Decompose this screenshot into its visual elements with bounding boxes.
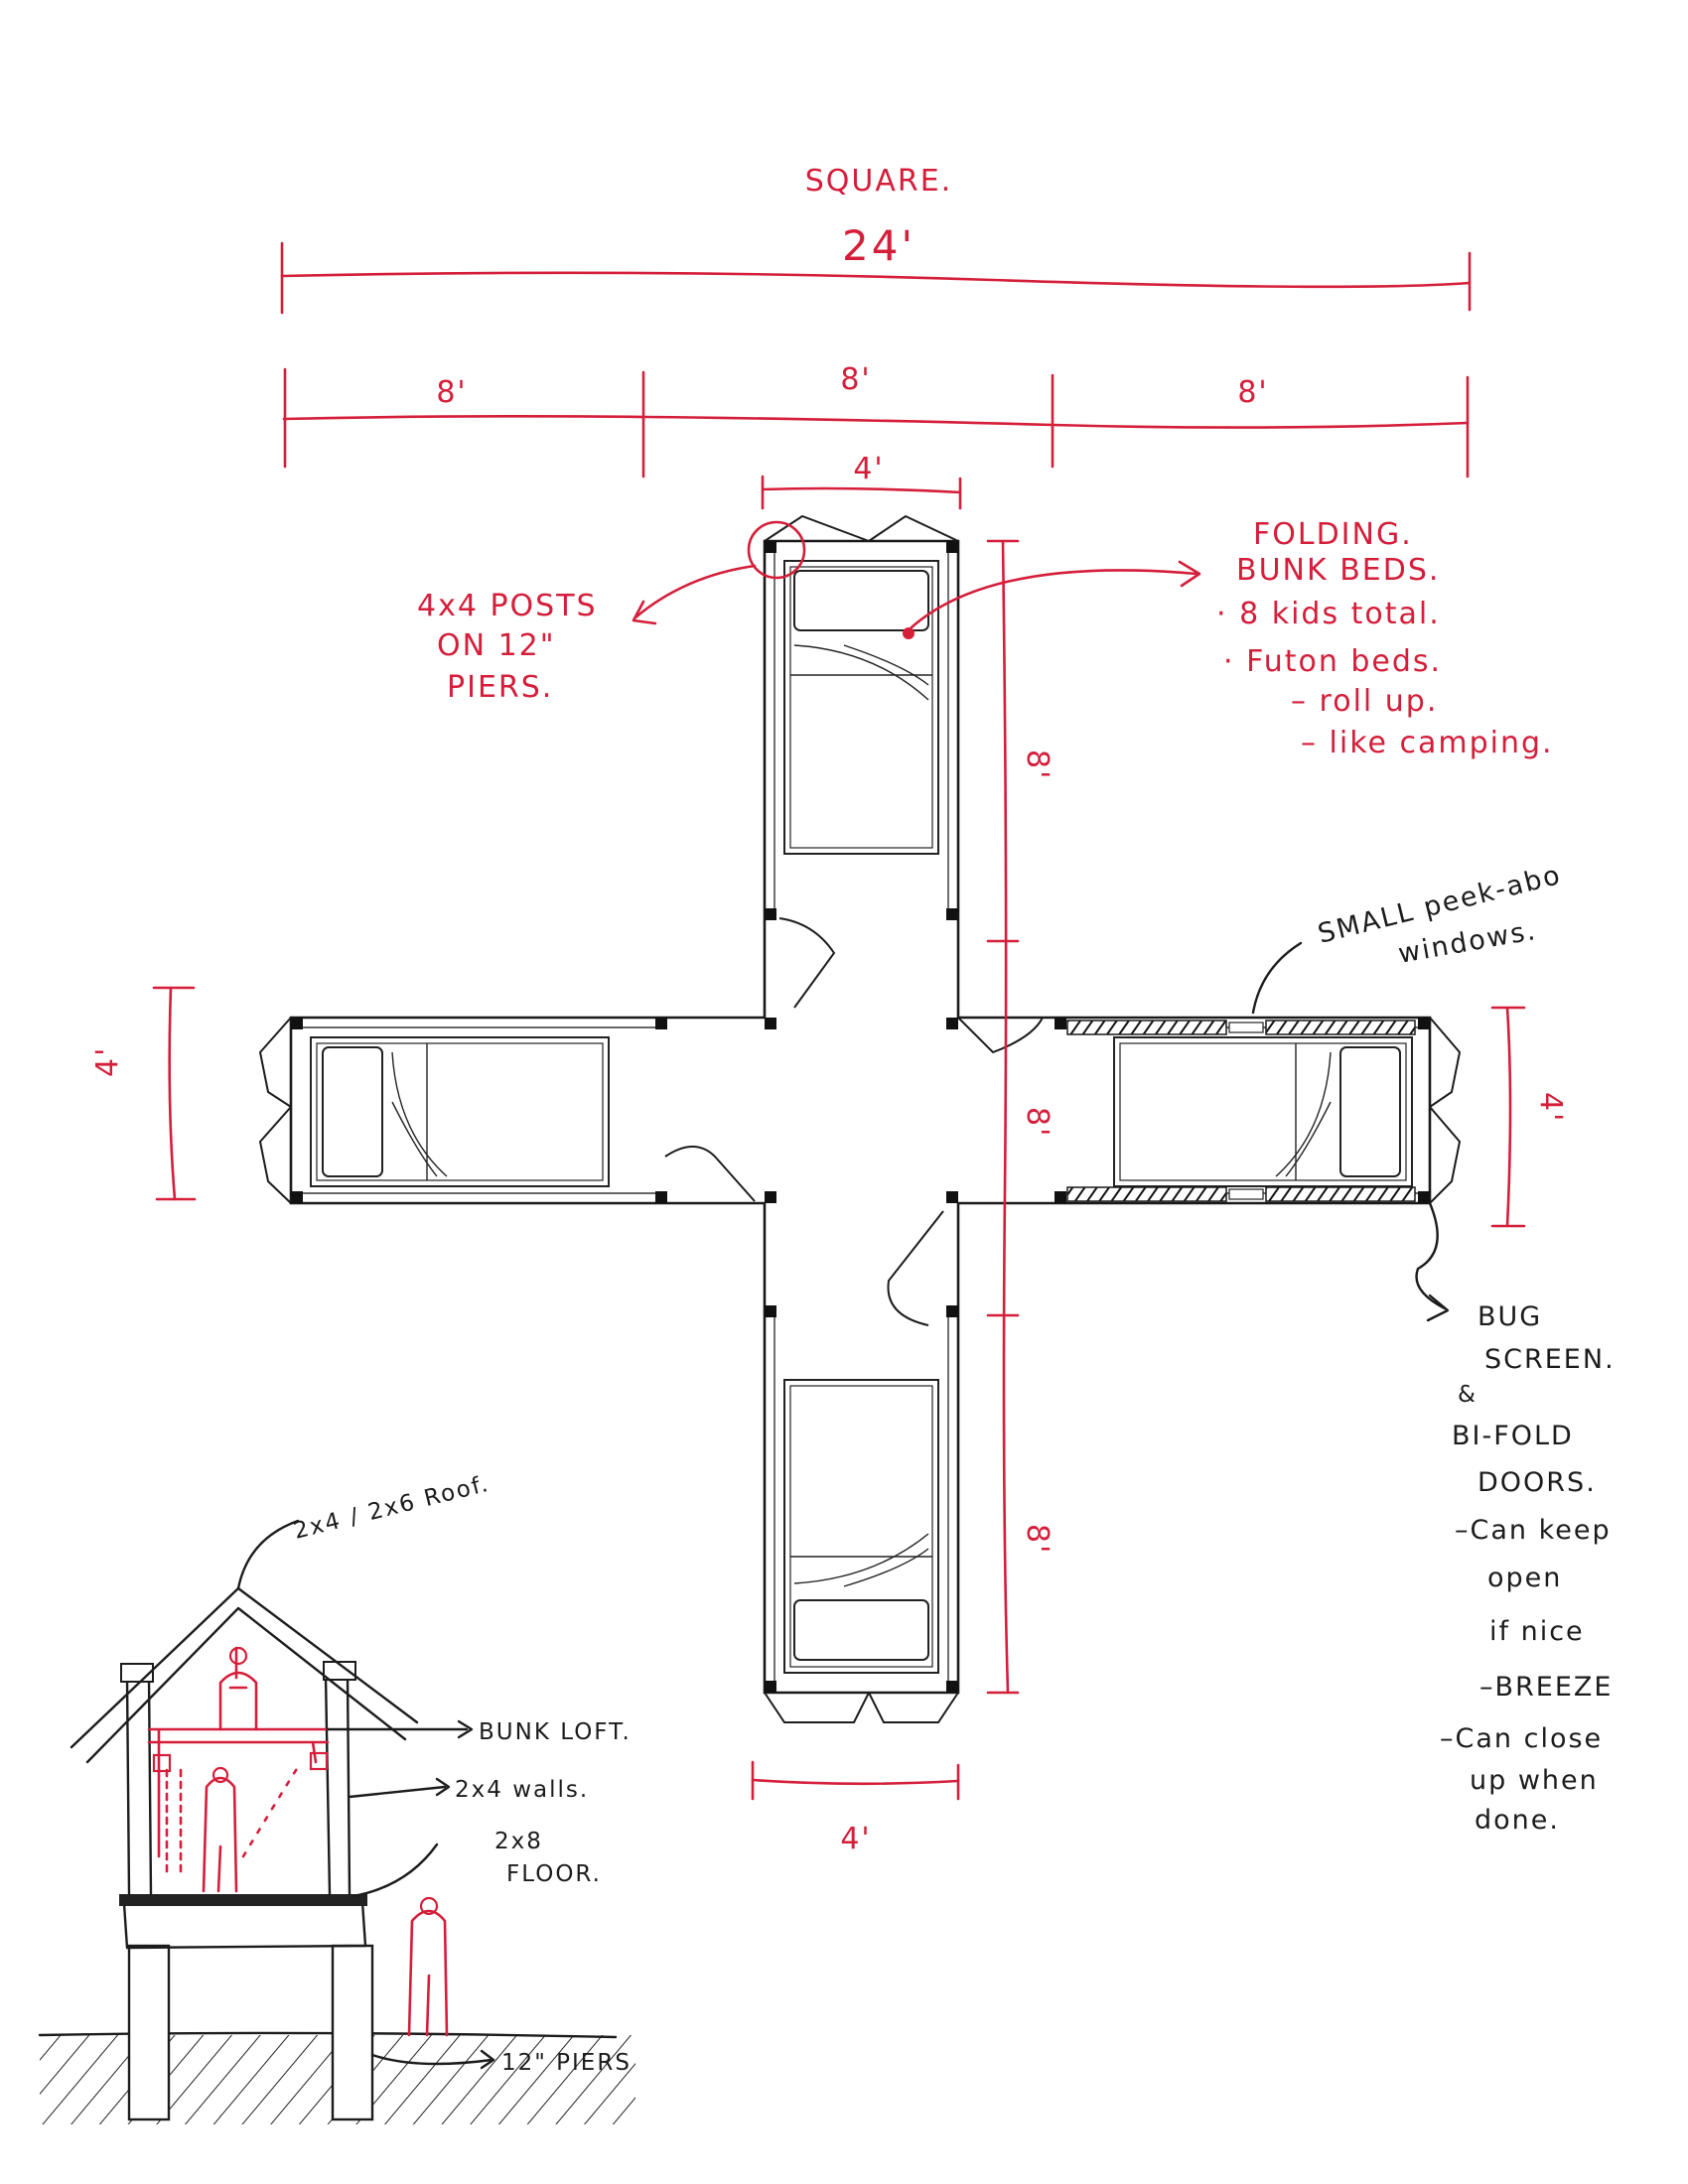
title-block: SQUARE. 24'	[805, 164, 952, 270]
note-posts: 4x4 POSTS ON 12" PIERS.	[417, 520, 806, 705]
screen-wall-top-b	[1265, 1020, 1416, 1035]
pillow-bottom	[793, 1599, 929, 1661]
note-posts-line-1: 4x4 POSTS	[417, 589, 598, 623]
bunk-bed-left	[310, 1036, 610, 1187]
posts	[291, 541, 1430, 1693]
note-screen: BUG SCREEN. & BI-FOLD DOORS. –Can keep o…	[1415, 1201, 1616, 1836]
dimension-left-arm-label: 4'	[90, 1046, 125, 1077]
peek-window-bottom	[1228, 1188, 1264, 1200]
note-beds-line-2: BUNK BEDS.	[1236, 553, 1440, 588]
screen-wall-top-a	[1066, 1020, 1227, 1035]
section-walls-label: 2x4 walls.	[455, 1777, 589, 1803]
dimension-top-arm-width: 4'	[761, 452, 962, 510]
note-screen-line-4: BI-FOLD	[1452, 1421, 1574, 1451]
note-beds-line-5: – roll up.	[1291, 684, 1438, 719]
section-roof-label: 2x4 / 2x6 Roof.	[291, 1471, 492, 1545]
bunk-bed-bottom	[783, 1379, 939, 1674]
note-screen-line-7: open	[1487, 1563, 1562, 1593]
note-screen-line-6: –Can keep	[1455, 1515, 1612, 1546]
note-windows: SMALL peek-abo windows.	[1251, 860, 1565, 1015]
dimension-segment-center: 8'	[840, 362, 871, 397]
note-screen-line-8: if nice	[1489, 1616, 1585, 1647]
section-sketch: 2x4 / 2x6 Roof. BUNK LOFT. 2x4 walls. 2x…	[38, 1471, 635, 2124]
segment-dimension-line: 8' 8' 8'	[282, 362, 1470, 478]
note-screen-line-2: SCREEN.	[1484, 1344, 1616, 1375]
dimension-vertical-chain: 8' 8' 8'	[986, 539, 1055, 1695]
overall-dimension-line	[280, 241, 1472, 315]
note-screen-line-9: –BREEZE	[1479, 1672, 1613, 1703]
pier-right	[331, 1944, 374, 2121]
section-piers-label: 12" PIERS	[501, 2050, 632, 2076]
section-floor-label-2: FLOOR.	[506, 1861, 602, 1887]
note-posts-line-3: PIERS.	[447, 670, 553, 705]
pillow-left	[322, 1046, 383, 1177]
note-screen-line-12: done.	[1475, 1805, 1560, 1836]
note-screen-line-3: &	[1458, 1382, 1477, 1408]
bunk-bed-top	[783, 560, 939, 855]
dimension-bottom-arm-width: 4'	[751, 1760, 960, 1856]
note-beds-line-1: FOLDING.	[1253, 517, 1413, 552]
dimension-right-arm-width: 4'	[1490, 1006, 1568, 1228]
bifold-doors	[258, 514, 1462, 1723]
title-square: SQUARE.	[805, 164, 952, 199]
bunk-bed-right	[1113, 1036, 1413, 1187]
note-beds-line-3: · 8 kids total.	[1216, 597, 1441, 631]
note-screen-line-10: –Can close	[1440, 1723, 1603, 1754]
screen-wall-bottom-b	[1265, 1186, 1416, 1202]
floor-plan	[258, 514, 1462, 1723]
dimension-segment-left: 8'	[436, 375, 467, 410]
note-beds: FOLDING. BUNK BEDS. · 8 kids total. · Fu…	[903, 517, 1554, 760]
dimension-vertical-top: 8'	[1020, 750, 1055, 780]
section-floor-label-1: 2x8	[494, 1829, 543, 1854]
note-beds-line-4: · Futon beds.	[1223, 644, 1442, 679]
peek-window-top	[1228, 1022, 1264, 1033]
note-posts-line-2: ON 12"	[437, 628, 556, 663]
dimension-overall: 24'	[842, 221, 915, 270]
section-loft-label: BUNK LOFT.	[479, 1719, 632, 1745]
dimension-vertical-middle: 8'	[1020, 1107, 1055, 1138]
note-screen-line-11: up when	[1470, 1765, 1599, 1796]
screen-wall-bottom-a	[1066, 1186, 1227, 1202]
note-screen-line-1: BUG	[1477, 1301, 1542, 1332]
dimension-top-arm-label: 4'	[853, 452, 884, 486]
dimension-bottom-arm-label: 4'	[840, 1822, 871, 1856]
dimension-left-arm-width: 4'	[90, 986, 197, 1201]
note-beds-line-6: – like camping.	[1301, 726, 1554, 760]
dimension-segment-right: 8'	[1237, 375, 1268, 410]
dimension-vertical-bottom: 8'	[1020, 1524, 1055, 1555]
pillow-right	[1339, 1046, 1401, 1177]
pillow-top	[793, 570, 929, 631]
note-screen-line-5: DOORS.	[1477, 1467, 1597, 1498]
dimension-right-arm-label: 4'	[1533, 1092, 1568, 1123]
pier-left	[127, 1944, 171, 2121]
floor-joist	[119, 1894, 367, 1906]
top-plate-right	[323, 1661, 356, 1681]
